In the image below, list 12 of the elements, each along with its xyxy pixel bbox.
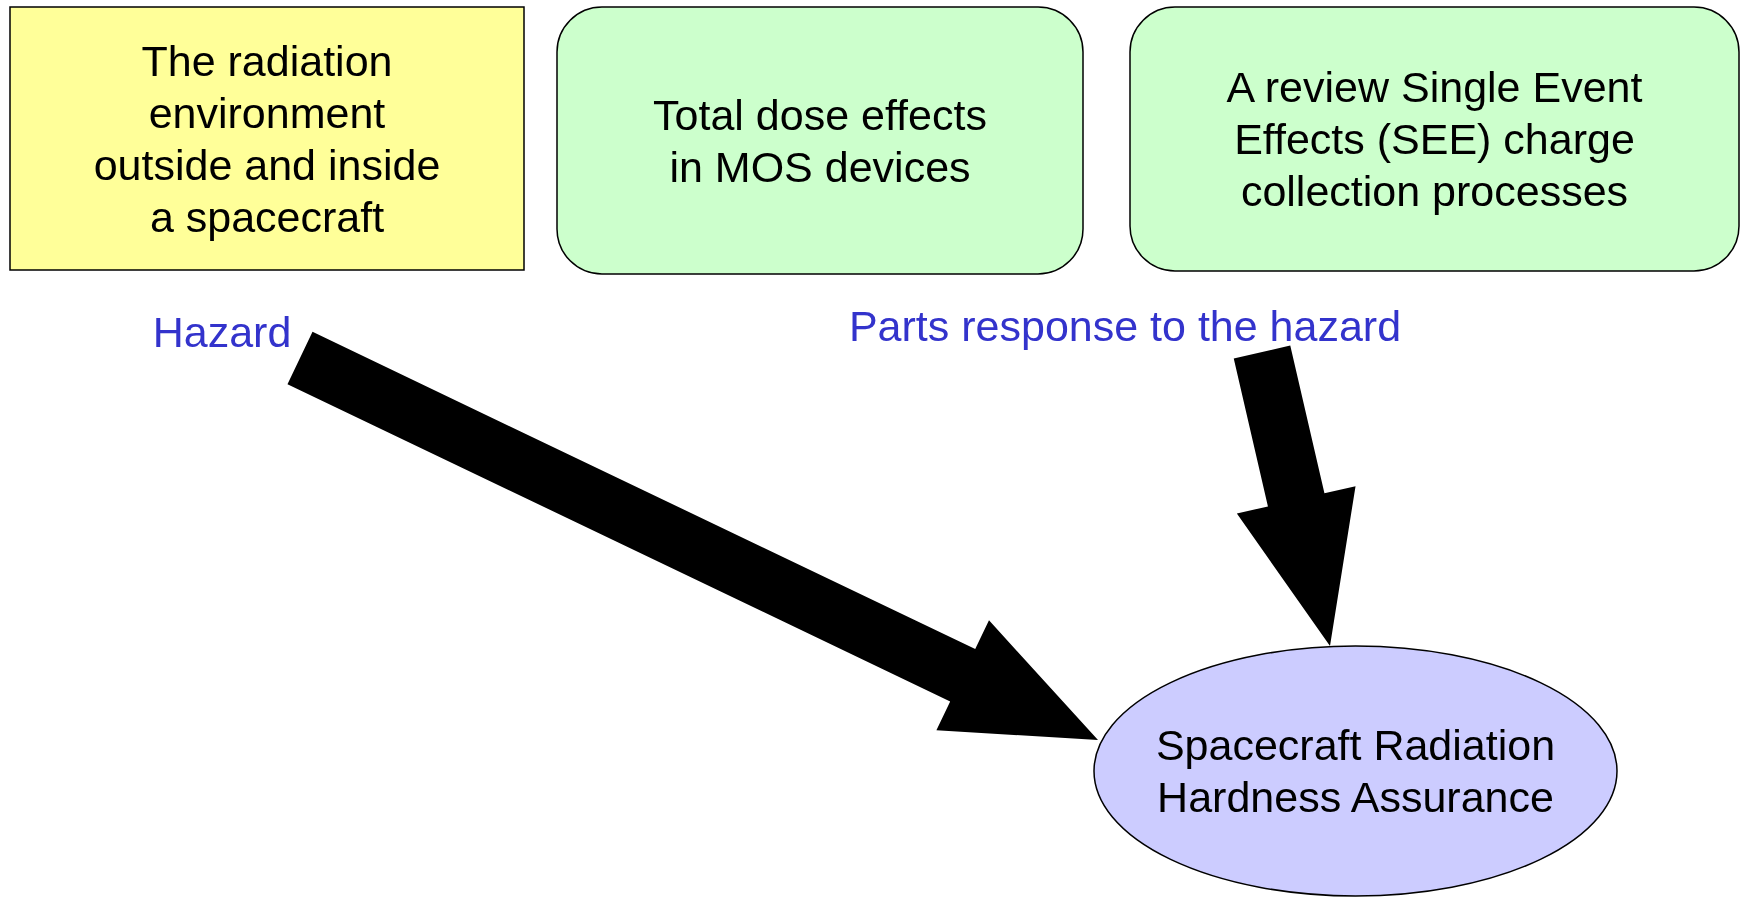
node-text: Spacecraft Radiation Hardness Assurance (1155, 720, 1556, 823)
node-text: Total dose effects in MOS devices (652, 89, 988, 193)
block-arrow (1233, 345, 1356, 646)
node-text: A review Single Event Effects (SEE) charge collection processes (1225, 62, 1644, 217)
node-text: The radiation environment outside and inside a spacecraft (92, 35, 442, 243)
rounded-box (1129, 6, 1740, 272)
heading-text: Hazard (152, 307, 292, 358)
heading-text: Parts response to the hazard (848, 301, 1402, 352)
block-arrow (287, 331, 1098, 740)
ellipse-node (1093, 645, 1618, 897)
process-box (9, 6, 525, 271)
rounded-box (556, 6, 1084, 275)
